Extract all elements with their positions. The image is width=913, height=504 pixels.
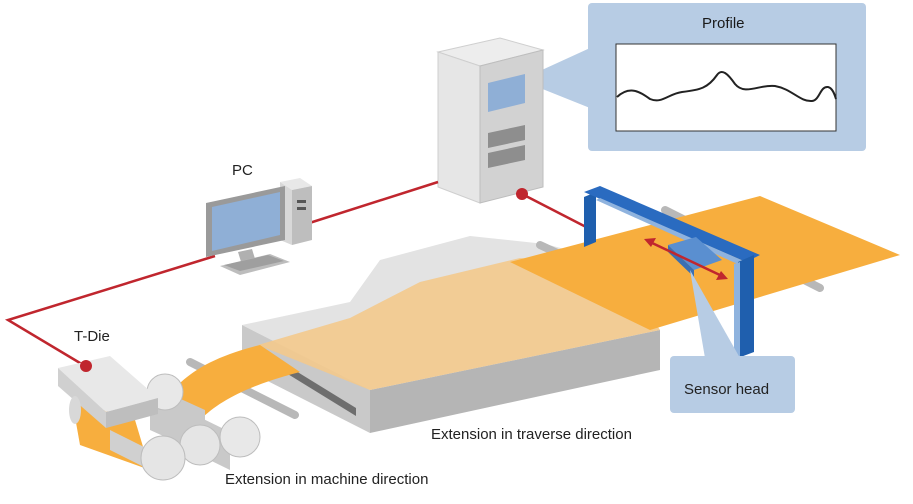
pc-label: PC xyxy=(232,162,253,179)
t-die-label: T-Die xyxy=(74,328,110,345)
traverse-direction-label: Extension in traverse direction xyxy=(431,426,632,443)
traverse-arrow xyxy=(644,238,728,280)
profile-callout xyxy=(520,3,866,151)
machine-direction-label: Extension in machine direction xyxy=(225,471,429,488)
sensor-head-label: Sensor head xyxy=(684,381,770,398)
sensor-callout xyxy=(670,270,795,413)
profile-curve xyxy=(616,71,837,103)
server-cabinet xyxy=(436,37,545,204)
server-connector xyxy=(516,188,528,200)
t-die xyxy=(58,356,158,428)
profile-title: Profile xyxy=(702,15,745,32)
chill-rolls xyxy=(110,373,261,481)
t-die-connector xyxy=(80,360,92,372)
pc xyxy=(206,178,312,275)
signal-wires xyxy=(4,180,589,368)
